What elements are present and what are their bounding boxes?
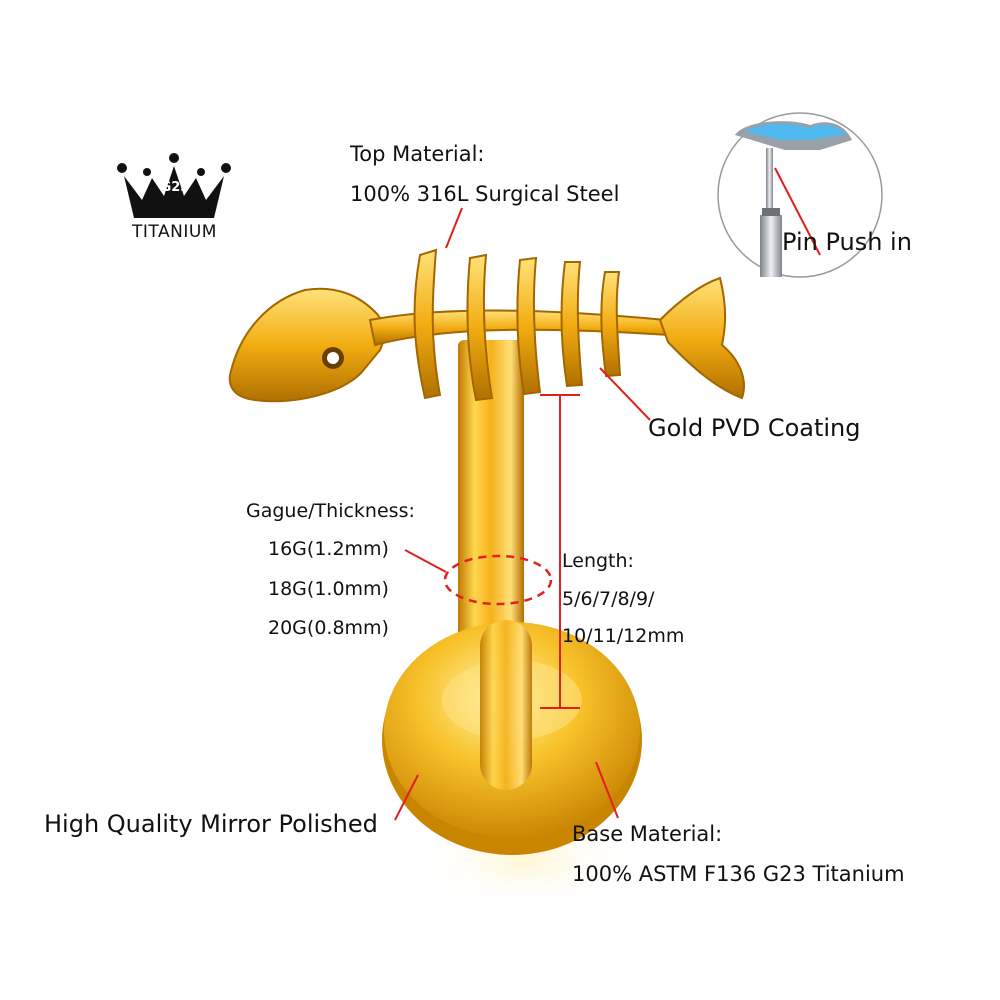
pointer-coating [599,367,651,421]
length-values-line1: 5/6/7/8/9/ [562,588,655,610]
gauge-title: Gague/Thickness: [246,500,415,522]
gauge-marker [443,554,553,606]
g23-titanium-badge: G23 TITANIUM [112,150,237,242]
top-material-title: Top Material: [350,142,485,166]
gauge-option: 18G(1.0mm) [268,578,389,600]
pin-push-inset [717,112,883,278]
gauge-option: 20G(0.8mm) [268,617,389,639]
coating-label: Gold PVD Coating [648,414,861,442]
pointer-base [595,761,619,819]
pointer-gauge [404,549,447,573]
pointer-top-material [445,207,463,249]
length-dimension [540,394,580,709]
length-values-line2: 10/11/12mm [562,625,685,647]
fish-bone-top [228,248,745,403]
badge-text: TITANIUM [132,222,217,242]
polish-label: High Quality Mirror Polished [44,810,378,838]
gauge-option: 16G(1.2mm) [268,538,389,560]
base-material-title: Base Material: [572,822,723,846]
length-title: Length: [562,550,634,572]
top-material-value: 100% 316L Surgical Steel [350,182,620,206]
pin-push-label: Pin Push in [782,228,912,256]
base-material-value: 100% ASTM F136 G23 Titanium [572,862,905,886]
pointer-polish [394,774,419,821]
crown-icon [117,153,231,218]
badge-grade: G23 [160,180,190,195]
